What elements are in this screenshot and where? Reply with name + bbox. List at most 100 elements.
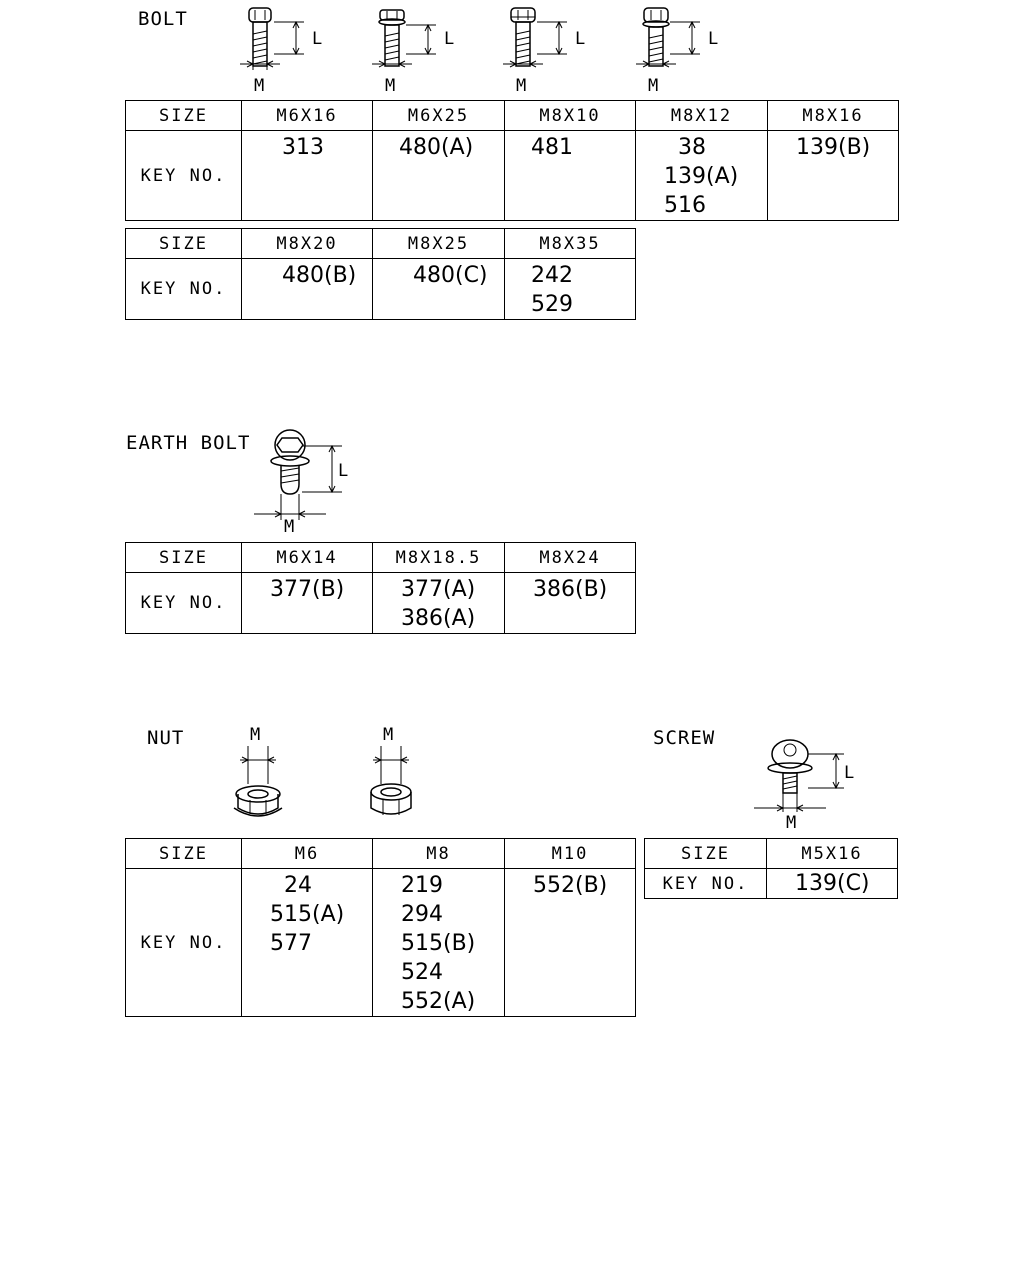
size-label: SIZE [125, 838, 242, 869]
key-number: 242 [531, 263, 573, 288]
key-number: 38 [678, 135, 706, 160]
nut-dim-m-1: M [250, 725, 260, 745]
key-cell: 480(B) [241, 258, 373, 320]
bolt-dim-m-4: M [648, 76, 658, 96]
earth-bolt-icon: L M [254, 429, 348, 537]
key-label: KEY NO. [125, 130, 242, 221]
nut-title: NUT [147, 727, 185, 749]
key-number: 480(C) [413, 263, 488, 288]
key-cell: 242 529 [504, 258, 636, 320]
size-cell: M8X35 [504, 228, 636, 259]
earth-bolt-dim-l: L [338, 461, 348, 481]
key-cell: 386(B) [504, 572, 636, 634]
bolt-dim-l-3: L [575, 29, 585, 49]
key-number: 577 [270, 931, 312, 956]
key-number: 480(B) [282, 263, 357, 288]
key-cell: 480(C) [372, 258, 505, 320]
key-number: 386(A) [401, 606, 476, 631]
key-cell: 481 [504, 130, 636, 221]
key-cell: 377(B) [241, 572, 373, 634]
key-number: 377(A) [401, 577, 476, 602]
key-row: KEY NO. 24 515(A) 577 219 294 515(B) 524… [125, 868, 636, 1017]
earth-bolt-table: SIZE M6X14 M8X18.5 M8X24 KEY NO. 377(B) … [125, 542, 636, 634]
key-row: KEY NO. 139(C) [644, 868, 898, 899]
key-number: 552(A) [401, 989, 476, 1014]
nut-table: SIZE M6 M8 M10 KEY NO. 24 515(A) 577 219… [125, 838, 636, 1017]
bolt-icon-3: L M [503, 7, 585, 96]
size-row: SIZE M6 M8 M10 [125, 838, 636, 869]
key-number: 386(B) [533, 577, 608, 602]
key-number: 219 [401, 873, 443, 898]
bolt-dim-l-1: L [312, 29, 322, 49]
size-row: SIZE M8X20 M8X25 M8X35 [125, 228, 636, 259]
key-number: 480(A) [399, 135, 474, 160]
size-cell: M6 [241, 838, 373, 869]
size-cell: M8X10 [504, 100, 636, 131]
size-cell: M8 [372, 838, 505, 869]
key-label: KEY NO. [125, 572, 242, 634]
size-cell: M10 [504, 838, 636, 869]
hex-nut-icon: M [370, 725, 412, 815]
size-cell: M8X16 [767, 100, 899, 131]
key-cell: 480(A) [372, 130, 505, 221]
key-number: 139(C) [795, 871, 870, 896]
screw-icon: L M [754, 739, 854, 833]
screw-table: SIZE M5X16 KEY NO. 139(C) [644, 838, 898, 899]
size-label: SIZE [125, 100, 242, 131]
key-cell: 139(B) [767, 130, 899, 221]
size-cell: M8X25 [372, 228, 505, 259]
earth-bolt-title: EARTH BOLT [126, 432, 251, 454]
key-number: 481 [531, 135, 573, 160]
key-row: KEY NO. 313 480(A) 481 38 139(A) 516 139… [125, 130, 899, 221]
key-cell: 38 139(A) 516 [635, 130, 768, 221]
key-number: 313 [282, 135, 324, 160]
bolt-dim-m-2: M [385, 76, 395, 96]
size-label: SIZE [125, 228, 242, 259]
key-number: 294 [401, 902, 443, 927]
bolt-dim-m-1: M [254, 76, 264, 96]
key-cell: 219 294 515(B) 524 552(A) [372, 868, 505, 1017]
size-cell: M8X24 [504, 542, 636, 573]
key-label: KEY NO. [125, 258, 242, 320]
key-number: 515(B) [401, 931, 476, 956]
key-number: 515(A) [270, 902, 345, 927]
nut-dim-m-2: M [383, 725, 393, 745]
screw-dim-m: M [786, 813, 796, 833]
bolt-dim-l-4: L [708, 29, 718, 49]
key-number: 139(A) [664, 164, 739, 189]
bolt-title: BOLT [138, 8, 188, 30]
key-cell: 139(C) [766, 868, 898, 899]
size-label: SIZE [644, 838, 767, 869]
bolt-icon-2: L M [372, 9, 454, 96]
key-cell: 552(B) [504, 868, 636, 1017]
key-label: KEY NO. [125, 868, 242, 1017]
earth-bolt-dim-m: M [284, 517, 294, 537]
key-number: 377(B) [270, 577, 345, 602]
size-label: SIZE [125, 542, 242, 573]
size-cell: M8X18.5 [372, 542, 505, 573]
bolt-icon-1: L M [240, 7, 322, 96]
key-number: 552(B) [533, 873, 608, 898]
key-number: 529 [531, 292, 573, 317]
flange-nut-icon: M [233, 725, 283, 817]
bolt-dim-l-2: L [444, 29, 454, 49]
size-cell: M8X20 [241, 228, 373, 259]
size-cell: M8X12 [635, 100, 768, 131]
size-cell: M6X14 [241, 542, 373, 573]
screw-dim-l: L [844, 763, 854, 783]
screw-title: SCREW [653, 727, 716, 749]
key-number: 139(B) [796, 135, 871, 160]
key-number: 524 [401, 960, 443, 985]
key-label: KEY NO. [644, 868, 767, 899]
bolt-table-1: SIZE M6X16 M6X25 M8X10 M8X12 M8X16 KEY N… [125, 100, 899, 221]
key-cell: 24 515(A) 577 [241, 868, 373, 1017]
key-number: 516 [664, 193, 706, 218]
key-number: 24 [284, 873, 312, 898]
size-row: SIZE M5X16 [644, 838, 898, 869]
size-row: SIZE M6X14 M8X18.5 M8X24 [125, 542, 636, 573]
size-row: SIZE M6X16 M6X25 M8X10 M8X12 M8X16 [125, 100, 899, 131]
bolt-dim-m-3: M [516, 76, 526, 96]
key-cell: 377(A) 386(A) [372, 572, 505, 634]
key-row: KEY NO. 377(B) 377(A) 386(A) 386(B) [125, 572, 636, 634]
bolt-table-2: SIZE M8X20 M8X25 M8X35 KEY NO. 480(B) 48… [125, 228, 636, 320]
